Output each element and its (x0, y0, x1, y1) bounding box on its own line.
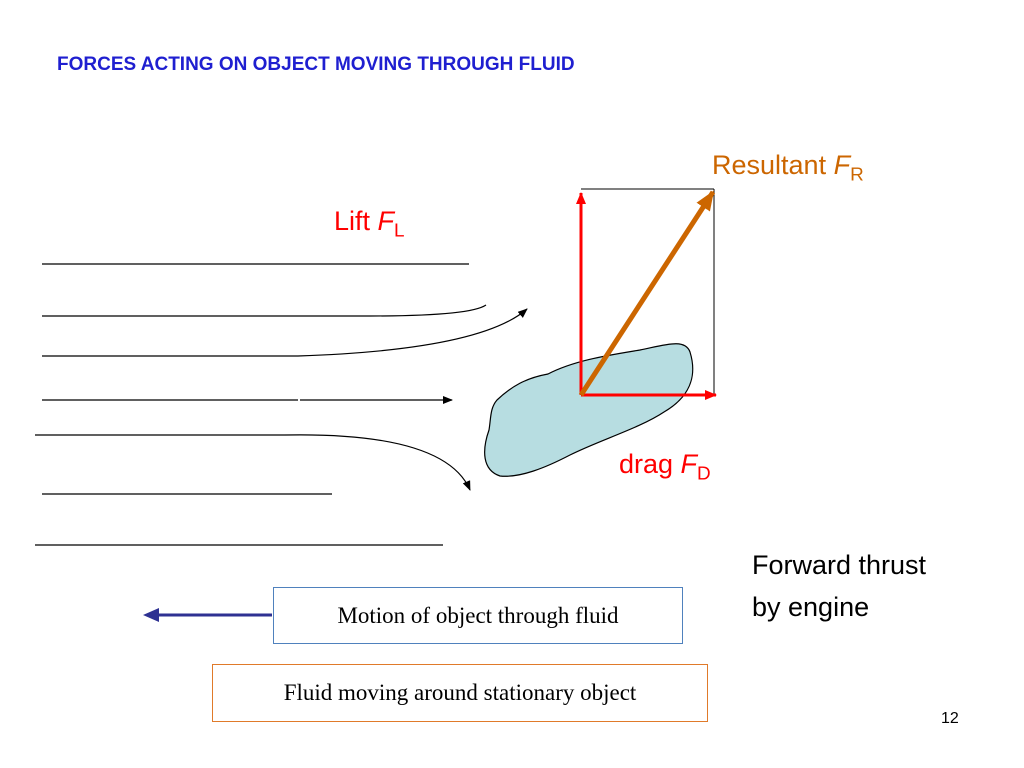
streamlines (35, 263, 528, 546)
motion-caption-box: Motion of object through fluid (273, 587, 683, 644)
thrust-label-line2: by engine (752, 592, 870, 622)
thrust-label: Forward thrust by engine (752, 544, 926, 628)
lift-label: Lift FL (334, 206, 405, 242)
resultant-label: Resultant FR (712, 150, 864, 186)
thrust-label-line1: Forward thrust (752, 550, 927, 580)
streamline-2 (42, 304, 487, 317)
fluid-caption-box: Fluid moving around stationary object (212, 664, 708, 722)
drag-label: drag FD (619, 449, 711, 485)
resultant-arrow (578, 190, 716, 397)
streamline-5 (35, 434, 471, 491)
vector-box (581, 188, 715, 395)
object-shape (484, 343, 694, 477)
streamline-3 (42, 308, 528, 357)
page-number: 12 (941, 710, 959, 727)
slide-title: FORCES ACTING ON OBJECT MOVING THROUGH F… (57, 54, 575, 75)
